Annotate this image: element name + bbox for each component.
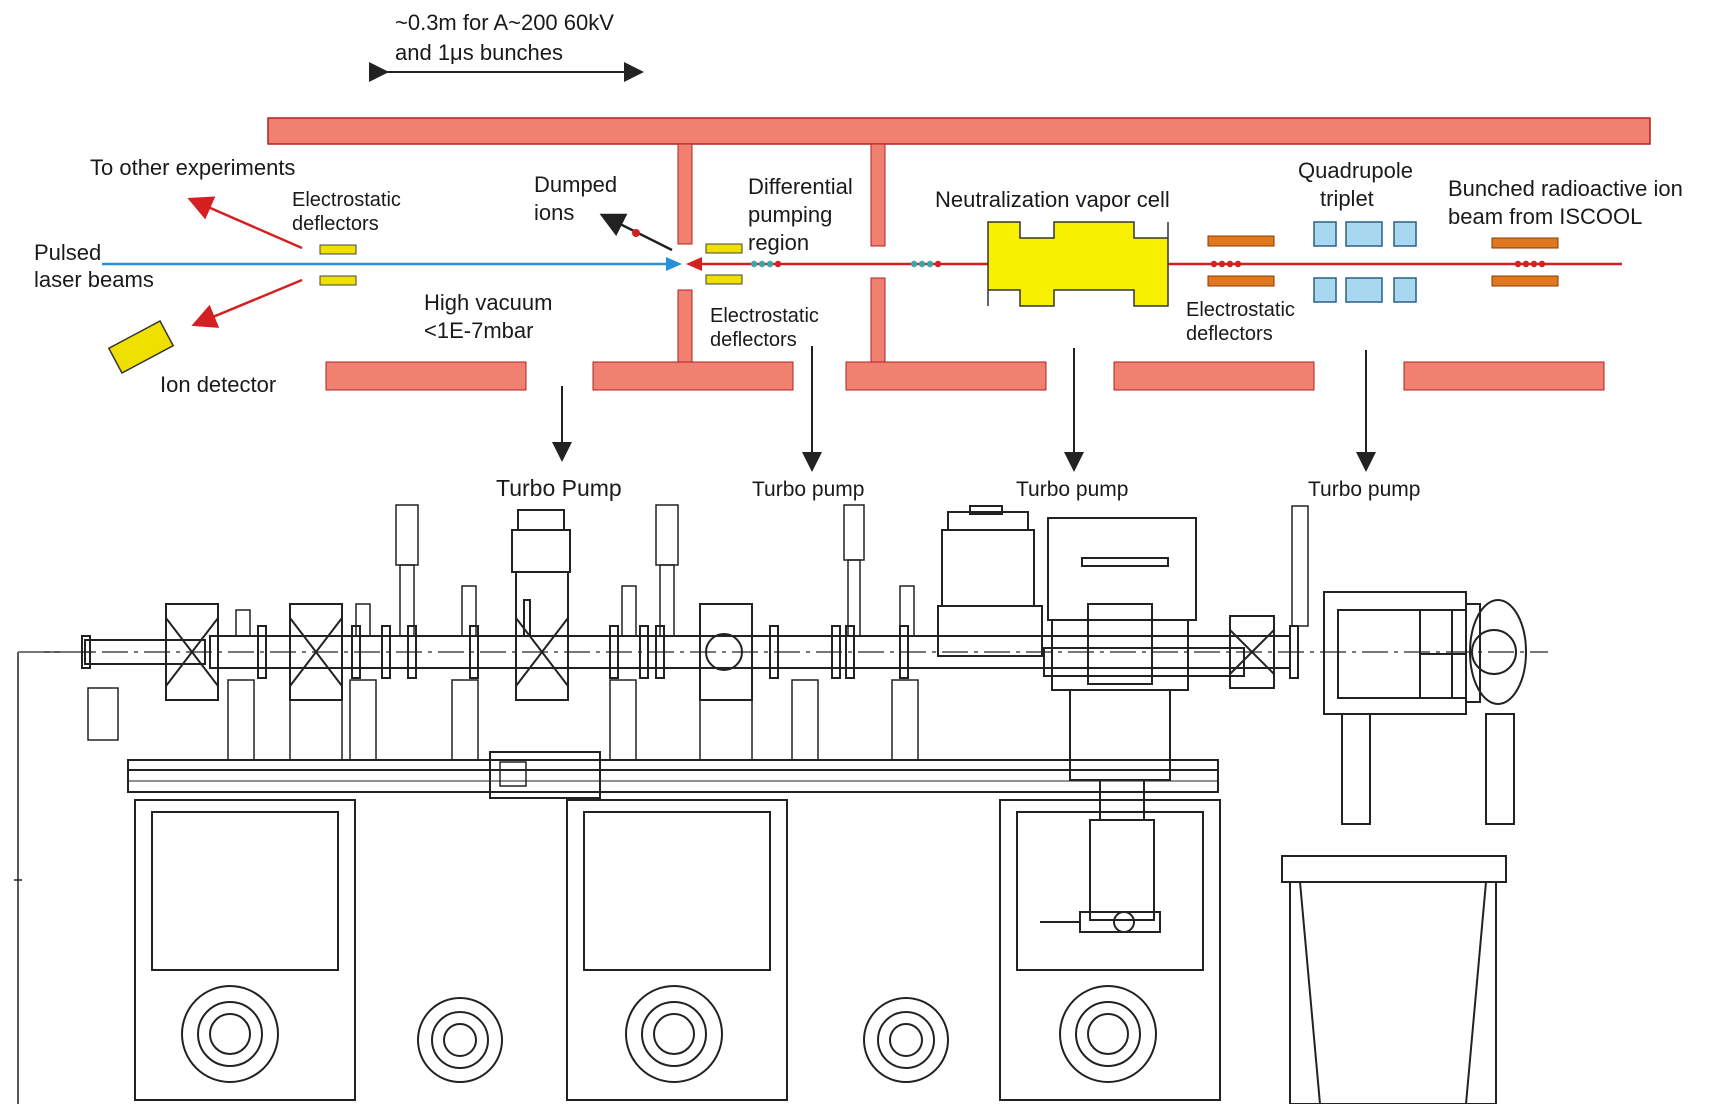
iscool-deflector-lower <box>1491 275 1559 287</box>
bunch-length-label: ~0.3m for A~200 60kV <box>395 10 614 35</box>
pipe-top-fixtures <box>235 504 1309 637</box>
top-wall <box>267 117 1651 145</box>
deflected-beam-down <box>191 278 303 328</box>
pulsed-laser-label: Pulsed <box>34 240 101 265</box>
high-vacuum-label-2: <1E-7mbar <box>424 318 533 343</box>
schematic: ~0.3m for A~200 60kV and 1μs bunches <box>34 10 1683 501</box>
diff-wall-lower <box>870 277 886 363</box>
vapor-cell-chamber <box>937 505 1245 933</box>
quadrupole-chamber <box>1281 591 1527 1104</box>
deflected-beam-up <box>187 196 303 250</box>
ion-beam-head <box>686 257 702 271</box>
right-deflector-upper <box>1207 235 1275 247</box>
bunch-red-2 <box>1514 260 1546 268</box>
dumped-ions-label: Dumped <box>534 172 617 197</box>
bunch-teal-2 <box>910 260 942 268</box>
to-other-experiments-label: To other experiments <box>90 155 295 180</box>
bunch-length-label-2: and 1μs bunches <box>395 40 563 65</box>
dumped-ions-label-2: ions <box>534 200 574 225</box>
turbo-pump-label-4: Turbo pump <box>1308 478 1420 501</box>
quadrupole-label: Quadrupole <box>1298 158 1413 183</box>
ion-detector <box>107 320 175 374</box>
pulsed-laser-label-2: laser beams <box>34 267 154 292</box>
bottom-wall-1 <box>325 361 527 391</box>
turbo-pump-top-1 <box>511 509 571 637</box>
high-vacuum-label: High vacuum <box>424 290 552 315</box>
left-deflector-upper <box>319 244 357 255</box>
quadrupole-triplet <box>1313 221 1417 303</box>
left-deflectors-label: Electrostatic <box>292 189 401 211</box>
right-deflector-lower <box>1207 275 1275 287</box>
aperture-wall-upper <box>677 143 693 245</box>
left-deflectors-label-2: deflectors <box>292 213 379 235</box>
differential-label: Differential <box>748 174 853 199</box>
bottom-wall-2 <box>592 361 794 391</box>
right-deflectors-label-2: deflectors <box>1186 323 1273 345</box>
laser-beam-head <box>666 257 682 271</box>
left-deflector-lower <box>319 275 357 286</box>
mid-deflectors-label: Electrostatic <box>710 305 819 327</box>
cabinets <box>134 799 1221 1101</box>
vapor-cell-label: Neutralization vapor cell <box>935 187 1170 212</box>
ion-detector-label: Ion detector <box>160 372 276 397</box>
mid-deflector-lower <box>705 274 743 285</box>
differential-label-3: region <box>748 230 809 255</box>
diff-wall-upper <box>870 143 886 247</box>
bunched-beam-label: Bunched radioactive ion <box>1448 176 1683 201</box>
mid-deflector-upper <box>705 243 743 254</box>
turbo-pump-label-2: Turbo pump <box>752 478 864 501</box>
pipe-flanges <box>257 625 1299 679</box>
pipe-supports <box>87 679 919 761</box>
bottom-wall-4 <box>1113 361 1315 391</box>
support-rail <box>127 759 1219 793</box>
dumped-ion <box>632 229 640 237</box>
aperture-wall-lower <box>677 289 693 363</box>
bunched-beam-label-2: beam from ISCOOL <box>1448 204 1642 229</box>
engineering-drawing <box>14 504 1548 1104</box>
right-deflectors-label: Electrostatic <box>1186 299 1295 321</box>
vapor-cell <box>987 221 1169 307</box>
bottom-wall-5 <box>1403 361 1605 391</box>
bunch-red-1 <box>1210 260 1242 268</box>
mid-deflectors-label-2: deflectors <box>710 329 797 351</box>
iscool-deflector-upper <box>1491 237 1559 249</box>
bunch-teal-1 <box>750 260 782 268</box>
pump-controller-box <box>489 751 601 799</box>
bottom-wall-3 <box>845 361 1047 391</box>
turbo-pump-label-1: Turbo Pump <box>496 475 622 501</box>
turbo-pump-label-3: Turbo pump <box>1016 478 1128 501</box>
quadrupole-label-2: triplet <box>1320 186 1374 211</box>
roughing-pumps <box>181 985 1157 1083</box>
differential-label-2: pumping <box>748 202 832 227</box>
